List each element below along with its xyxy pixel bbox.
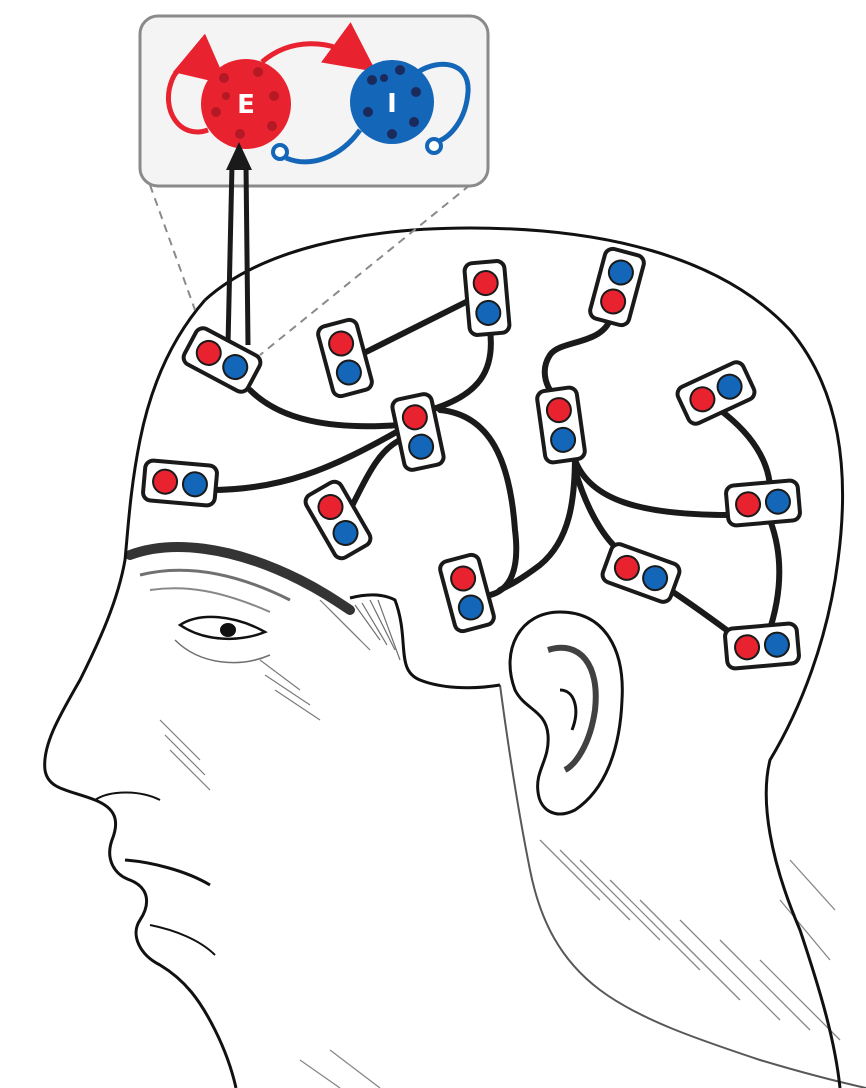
network-module [390,392,446,472]
network-module [675,360,757,426]
network-module [724,478,802,528]
network-module [303,479,373,561]
network-module [535,385,587,465]
jaw-line [499,684,866,1088]
inhibitory-label: I [387,89,397,119]
excitatory-population: E [201,59,291,149]
network-module [438,552,496,634]
face-profile [43,299,238,1088]
excitatory-self-loop [165,33,228,135]
inhibitory-population: I [350,60,434,144]
head-illustration [43,226,866,1088]
ear [508,610,624,816]
network-module [316,317,374,399]
excitatory-to-inhibitory-arrow [260,22,377,72]
excitatory-label: E [237,90,255,120]
network-module [181,326,263,394]
network-module [600,542,682,604]
network-module [462,259,512,337]
eyebrow [125,542,355,615]
zoom-guide-left [149,184,196,311]
inhibitory-to-excitatory-connection [285,128,363,165]
network-modules [141,246,802,671]
network-module [723,621,801,671]
hairline-temple [349,593,501,690]
inhibitory-self-loop [416,61,471,145]
network-module [141,458,219,508]
projection-line-left [225,164,235,346]
zoom-guide-right [259,184,471,356]
skull-outline [203,226,845,1088]
network-wires [207,297,783,643]
inset-panel: E I [138,14,490,356]
projection-line-right [243,164,251,346]
network-module [588,246,646,328]
